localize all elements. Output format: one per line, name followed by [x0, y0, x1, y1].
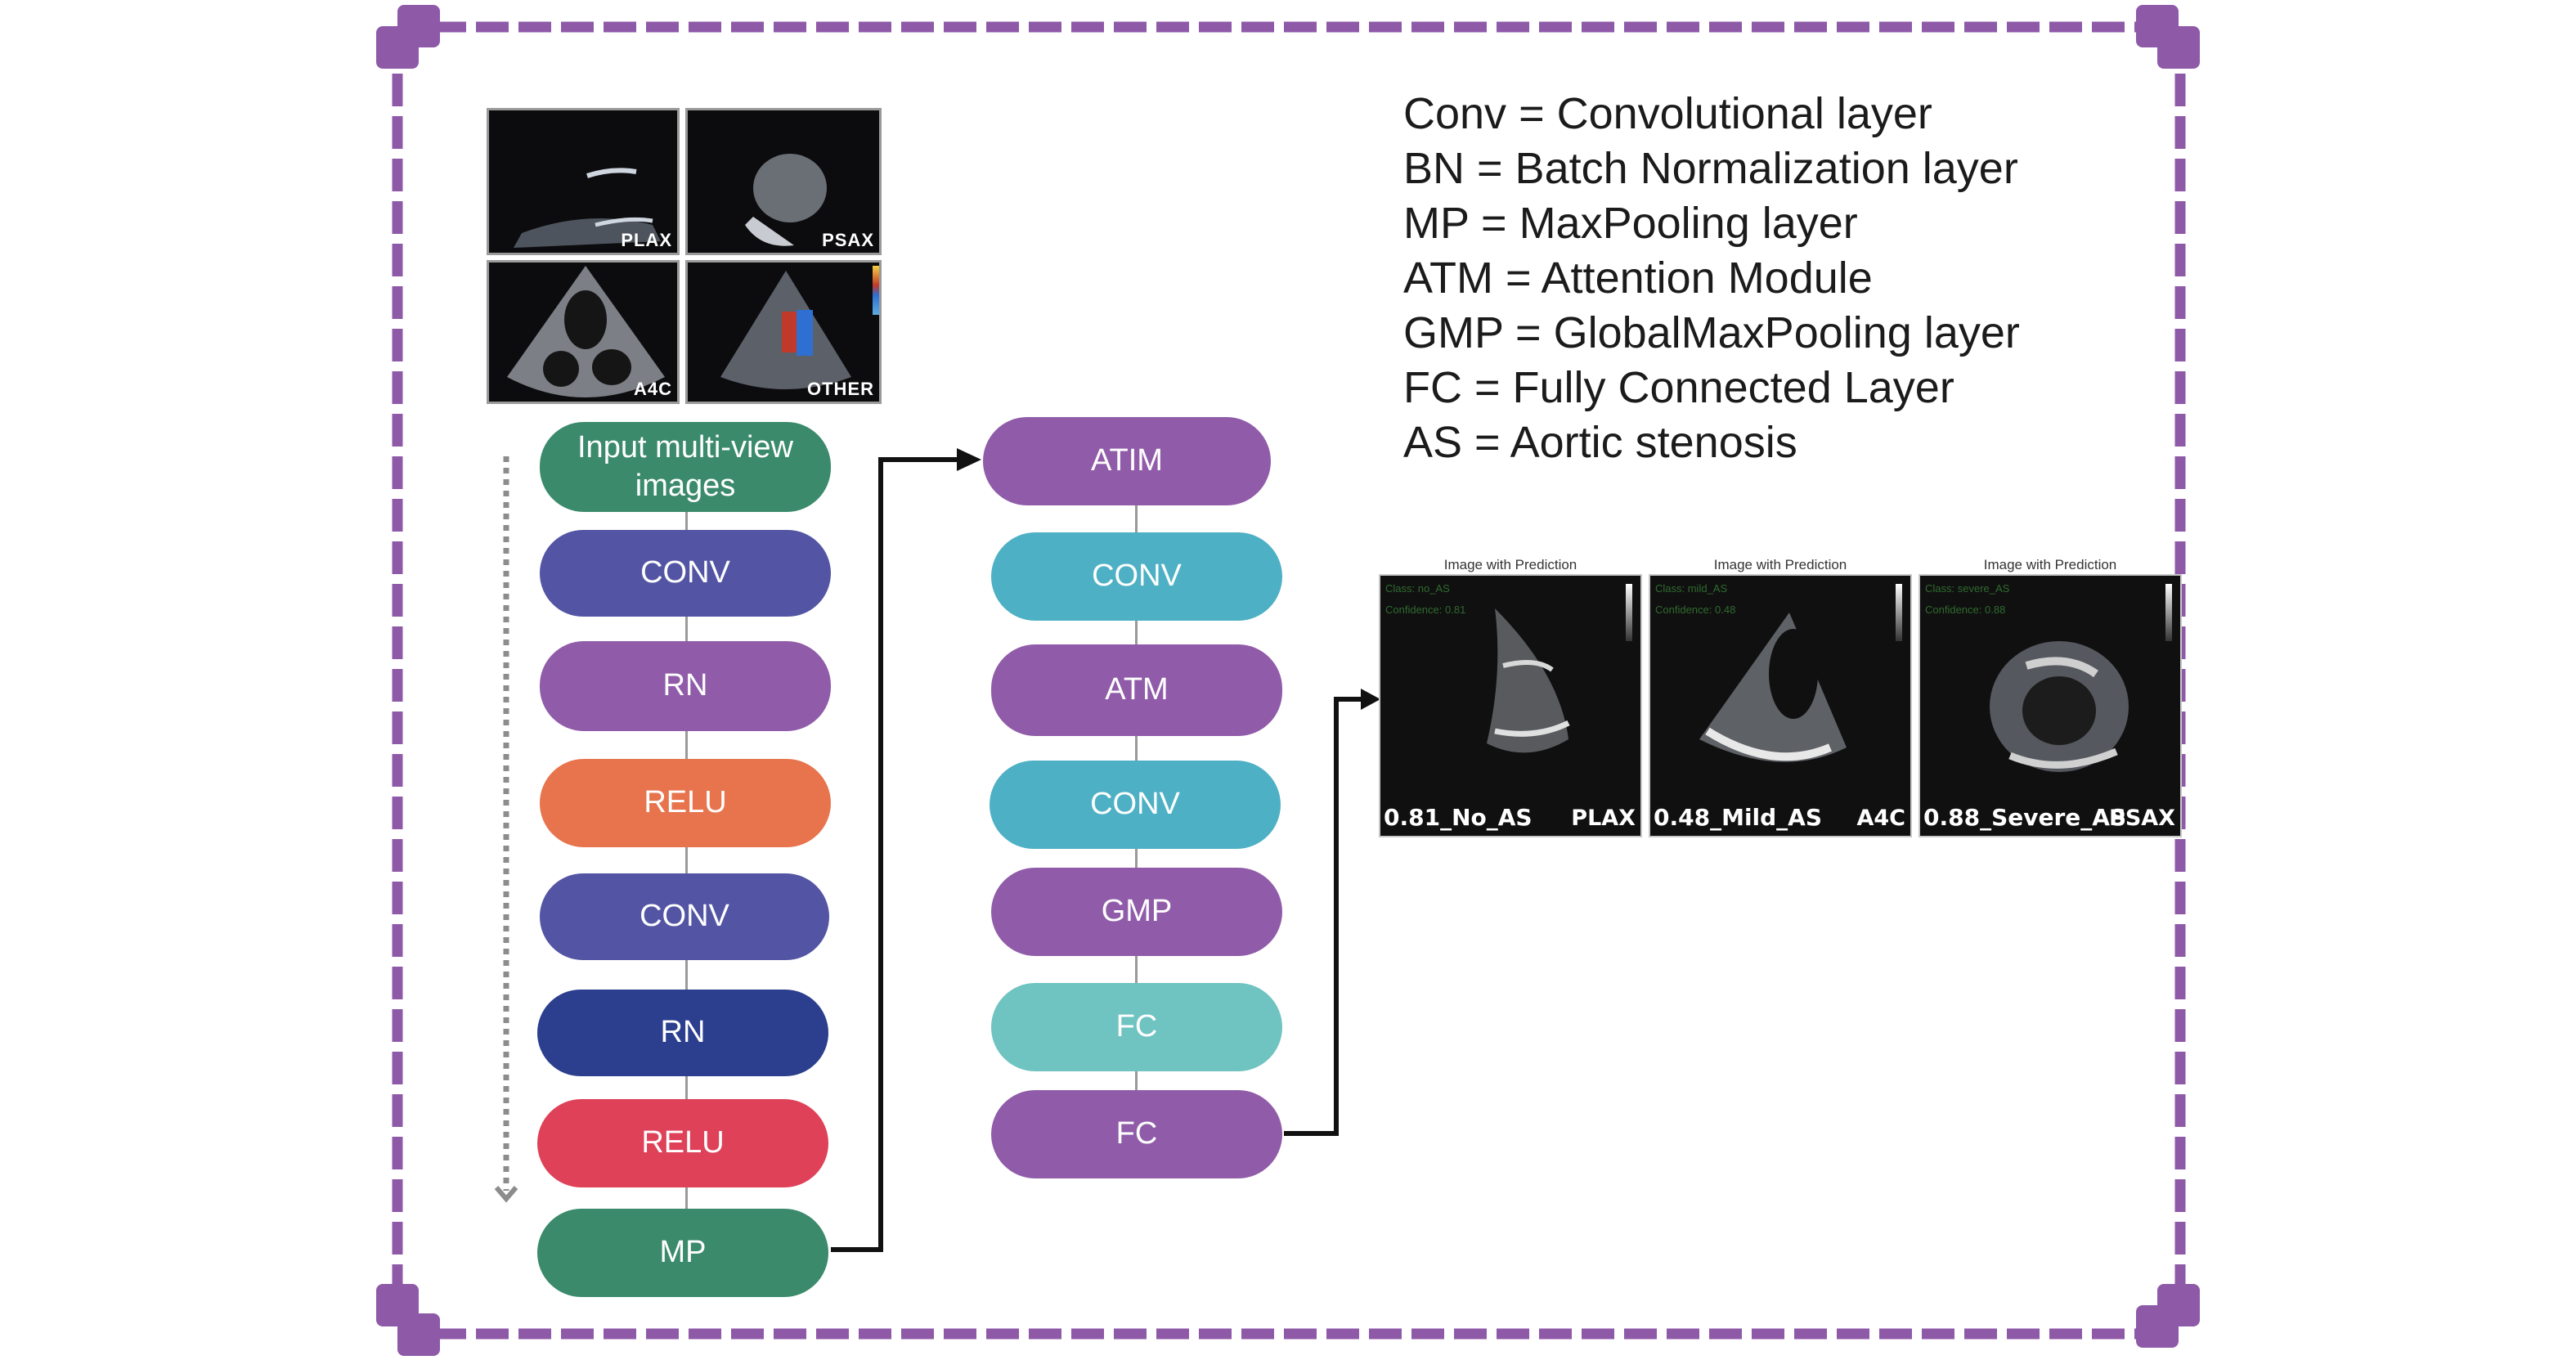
sample-label: OTHER [807, 379, 874, 399]
prediction-confidence: Confidence: 0.88 [1925, 604, 2006, 616]
backbone-block-relu-1: RELU [540, 759, 831, 847]
gray-scale-bar [1626, 584, 1632, 641]
arrow-fc-to-predictions [1284, 697, 1364, 1136]
sample-image-a4c: A4C [487, 260, 680, 404]
head-block-conv-2: CONV [990, 761, 1281, 849]
block-label: GMP [1101, 894, 1173, 929]
backbone-block-conv-1: CONV [540, 530, 831, 617]
gray-scale-bar [1896, 584, 1902, 641]
head-block-fc-2: FC [991, 1090, 1282, 1178]
sample-label: A4C [633, 379, 672, 399]
block-label: CONV [1092, 559, 1182, 594]
prediction-title: Image with Prediction [1443, 557, 1577, 572]
frame-corner-top-left [376, 5, 461, 90]
legend-item: FC = Fully Connected Layer [1403, 363, 1954, 412]
prediction-class: Class: mild_AS [1655, 582, 1728, 595]
block-label: CONV [640, 899, 729, 934]
backbone-block-conv-2: CONV [540, 873, 829, 960]
prediction-view: PSAX [2109, 806, 2175, 831]
prediction-caption: 0.48_Mild_AS [1654, 804, 1823, 831]
legend-item: BN = Batch Normalization layer [1403, 144, 2018, 193]
dotted-down-arrow-icon [494, 456, 518, 1203]
prediction-image: Class: severe_AS Confidence: 0.88 0.88_S… [1919, 574, 2182, 837]
backbone-block-mp: MP [537, 1209, 828, 1297]
legend-item: GMP = GlobalMaxPooling layer [1403, 308, 2020, 357]
prediction-confidence: Confidence: 0.48 [1655, 604, 1736, 616]
sample-image-psax: PSAX [685, 108, 882, 255]
sample-label: PSAX [822, 230, 874, 250]
block-label: CONV [640, 555, 730, 590]
prediction-class: Class: severe_AS [1925, 582, 2010, 595]
block-label: ATIM [1091, 443, 1163, 478]
head-block-atm: ATM [991, 644, 1282, 736]
block-label: RN [660, 1015, 706, 1050]
sample-image-plax: PLAX [487, 108, 680, 255]
block-label: CONV [1090, 787, 1180, 822]
legend-item: Conv = Convolutional layer [1403, 89, 1932, 138]
legend-item: MP = MaxPooling layer [1403, 199, 1858, 248]
gray-scale-bar [2165, 584, 2172, 641]
prediction-image: Class: no_AS Confidence: 0.81 0.81_No_AS… [1379, 574, 1642, 837]
frame-corner-bottom-left [376, 1284, 461, 1369]
block-label: MP [659, 1235, 707, 1270]
block-label: RN [662, 668, 708, 703]
head-block-fc-1: FC [991, 983, 1282, 1071]
arrow-mp-to-atim [831, 457, 965, 1252]
prediction-confidence: Confidence: 0.81 [1385, 604, 1466, 616]
block-label: FC [1115, 1009, 1158, 1044]
prediction-caption: 0.81_No_AS [1384, 804, 1533, 831]
frame-corner-bottom-right [2136, 1284, 2221, 1369]
backbone-block-relu-2: RELU [537, 1099, 828, 1187]
block-label: ATM [1105, 672, 1169, 707]
arrowhead-icon [1361, 689, 1380, 710]
head-block-gmp: GMP [991, 868, 1282, 956]
head-block-atim: ATIM [983, 417, 1271, 505]
prediction-view: PLAX [1571, 806, 1636, 831]
frame-corner-top-right [2136, 5, 2221, 90]
backbone-block-input: Input multi-view images [540, 422, 831, 512]
backbone-block-rn-1: RN [540, 641, 831, 731]
sample-image-other: OTHER [685, 260, 882, 404]
prediction-image: Class: mild_AS Confidence: 0.48 0.48_Mil… [1649, 574, 1912, 837]
head-block-conv-1: CONV [991, 532, 1282, 621]
legend-item: AS = Aortic stenosis [1403, 418, 1797, 467]
legend-item: ATM = Attention Module [1403, 254, 1873, 303]
prediction-title: Image with Prediction [1713, 557, 1847, 572]
prediction-title: Image with Prediction [1983, 557, 2117, 572]
backbone-block-rn-2: RN [537, 990, 828, 1076]
block-label: FC [1115, 1116, 1158, 1151]
prediction-panel-plax: Image with Prediction Class: no_AS Confi… [1379, 556, 1642, 837]
backbone-connector [685, 491, 688, 1243]
arrowhead-icon [957, 448, 981, 471]
prediction-panel-psax: Image with Prediction Class: severe_AS C… [1919, 556, 2182, 837]
block-label: Input multi-view images [577, 429, 793, 504]
sample-label: PLAX [621, 230, 672, 250]
abbreviation-legend: Conv = Convolutional layer BN = Batch No… [1403, 87, 2020, 470]
prediction-class: Class: no_AS [1385, 582, 1450, 595]
block-label: RELU [644, 785, 727, 820]
prediction-panel-a4c: Image with Prediction Class: mild_AS Con… [1649, 556, 1912, 837]
prediction-caption: 0.88_Severe_AS [1923, 804, 2127, 831]
prediction-view: A4C [1856, 806, 1906, 831]
block-label: RELU [641, 1125, 725, 1160]
